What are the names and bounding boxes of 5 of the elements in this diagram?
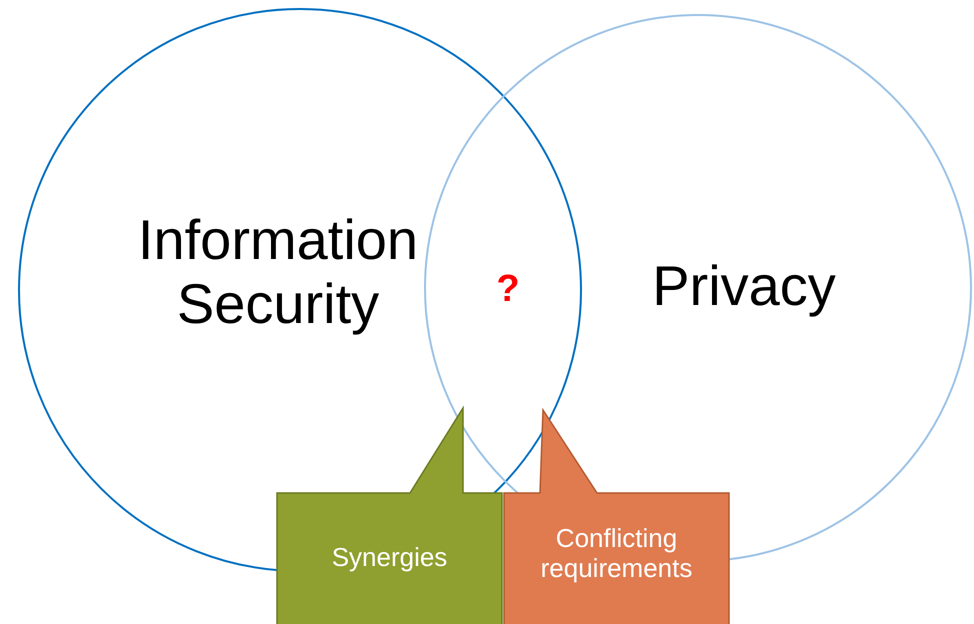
callout-text: Synergies [330,543,448,573]
question-mark: ? [495,268,521,312]
circle-label: Information Security [136,208,420,337]
circle-label: Privacy [651,254,837,318]
callout-text: Conflicting requirements [540,524,694,584]
